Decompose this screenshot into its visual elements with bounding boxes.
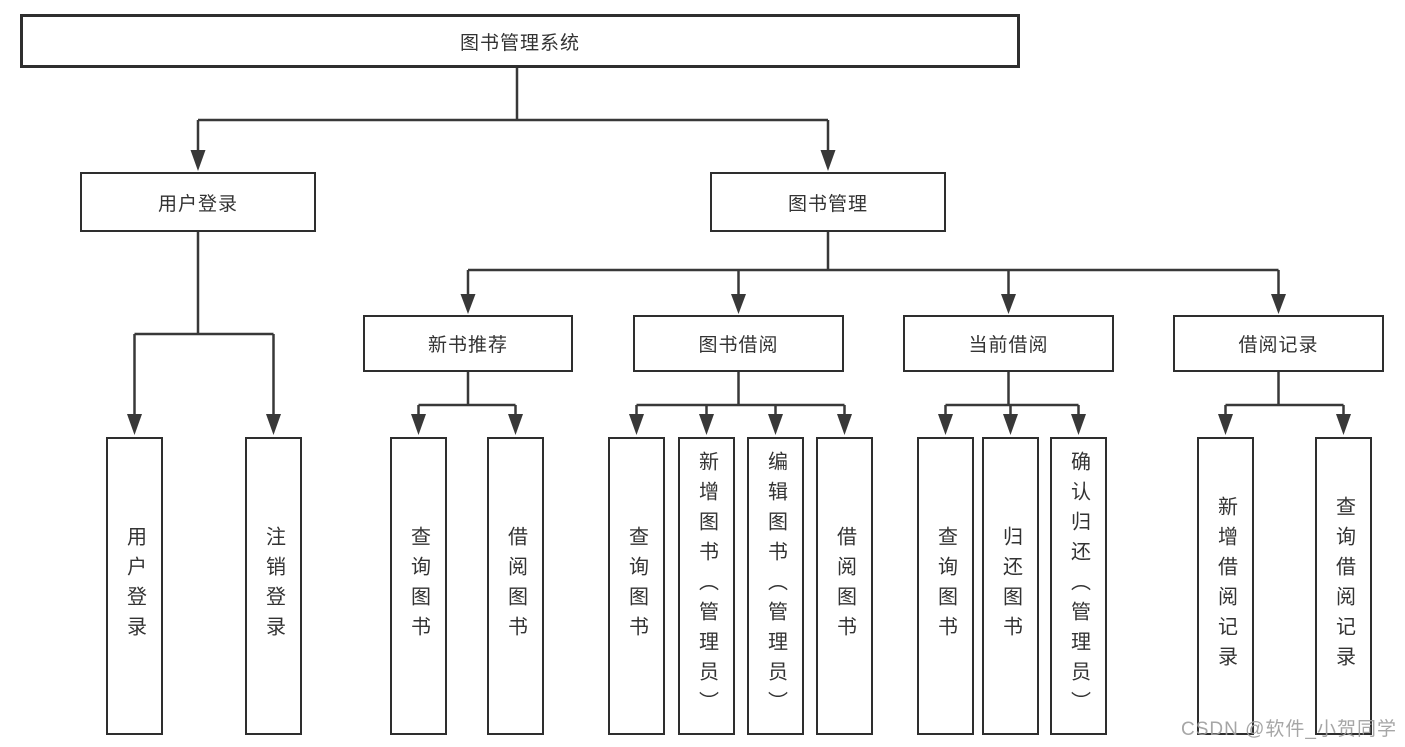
node-current-borrow-label: 当前借阅: [968, 335, 1049, 356]
connector-current-borrow-to-leaves: [938, 372, 1086, 435]
connector-book-mgmt-to-level3: [460, 232, 1286, 314]
leaf-user-login: 用户登录: [106, 437, 163, 735]
node-borrow-records-label: 借阅记录: [1238, 335, 1319, 356]
leaf-borrow-edit-books-admin: 编辑图书（管理员）: [747, 437, 804, 735]
leaf-borrow-edit-books-admin-label: 编辑图书（管理员）: [764, 451, 787, 721]
node-book-borrow: 图书借阅: [633, 315, 844, 372]
node-user-login: 用户登录: [80, 172, 316, 232]
leaf-current-return-books-label: 归还图书: [999, 526, 1022, 646]
node-book-mgmt: 图书管理: [710, 172, 946, 232]
node-current-borrow: 当前借阅: [903, 315, 1114, 372]
leaf-current-return-books: 归还图书: [982, 437, 1039, 735]
leaf-newbooks-borrow-books: 借阅图书: [487, 437, 544, 735]
connector-borrow-records-to-leaves: [1218, 372, 1351, 435]
leaf-current-confirm-return-admin-label: 确认归还（管理员）: [1067, 451, 1090, 721]
leaf-records-add-record: 新增借阅记录: [1197, 437, 1254, 735]
node-root-system-label: 图书管理系统: [459, 32, 580, 54]
node-root-system: 图书管理系统: [20, 14, 1020, 68]
leaf-logout: 注销登录: [245, 437, 302, 735]
leaf-logout-label: 注销登录: [262, 526, 285, 646]
node-book-mgmt-label: 图书管理: [787, 193, 868, 215]
node-borrow-records: 借阅记录: [1173, 315, 1384, 372]
node-user-login-label: 用户登录: [157, 193, 238, 215]
leaf-current-confirm-return-admin: 确认归还（管理员）: [1050, 437, 1107, 735]
leaf-user-login-label: 用户登录: [123, 526, 146, 646]
connector-book-borrow-to-leaves: [629, 372, 852, 435]
leaf-newbooks-query-books-label: 查询图书: [407, 526, 430, 646]
leaf-borrow-add-books-admin-label: 新增图书（管理员）: [695, 451, 718, 721]
leaf-borrow-add-books-admin: 新增图书（管理员）: [678, 437, 735, 735]
leaf-newbooks-borrow-books-label: 借阅图书: [504, 526, 527, 646]
node-book-borrow-label: 图书借阅: [698, 335, 779, 356]
leaf-current-query-books: 查询图书: [917, 437, 974, 735]
csdn-watermark: CSDN @软件_小贺同学: [1181, 719, 1397, 740]
leaf-borrow-query-books: 查询图书: [608, 437, 665, 735]
connector-root-to-level2: [190, 68, 836, 171]
connector-new-books-to-leaves: [411, 372, 523, 435]
leaf-borrow-borrow-books: 借阅图书: [816, 437, 873, 735]
leaf-records-query-record-label: 查询借阅记录: [1332, 496, 1355, 676]
leaf-newbooks-query-books: 查询图书: [390, 437, 447, 735]
leaf-records-add-record-label: 新增借阅记录: [1214, 496, 1237, 676]
node-new-books-label: 新书推荐: [427, 335, 508, 356]
node-new-books: 新书推荐: [363, 315, 573, 372]
leaf-current-query-books-label: 查询图书: [934, 526, 957, 646]
leaf-borrow-borrow-books-label: 借阅图书: [833, 526, 856, 646]
connector-user-login-to-leaves: [127, 232, 281, 435]
leaf-records-query-record: 查询借阅记录: [1315, 437, 1372, 735]
leaf-borrow-query-books-label: 查询图书: [625, 526, 648, 646]
